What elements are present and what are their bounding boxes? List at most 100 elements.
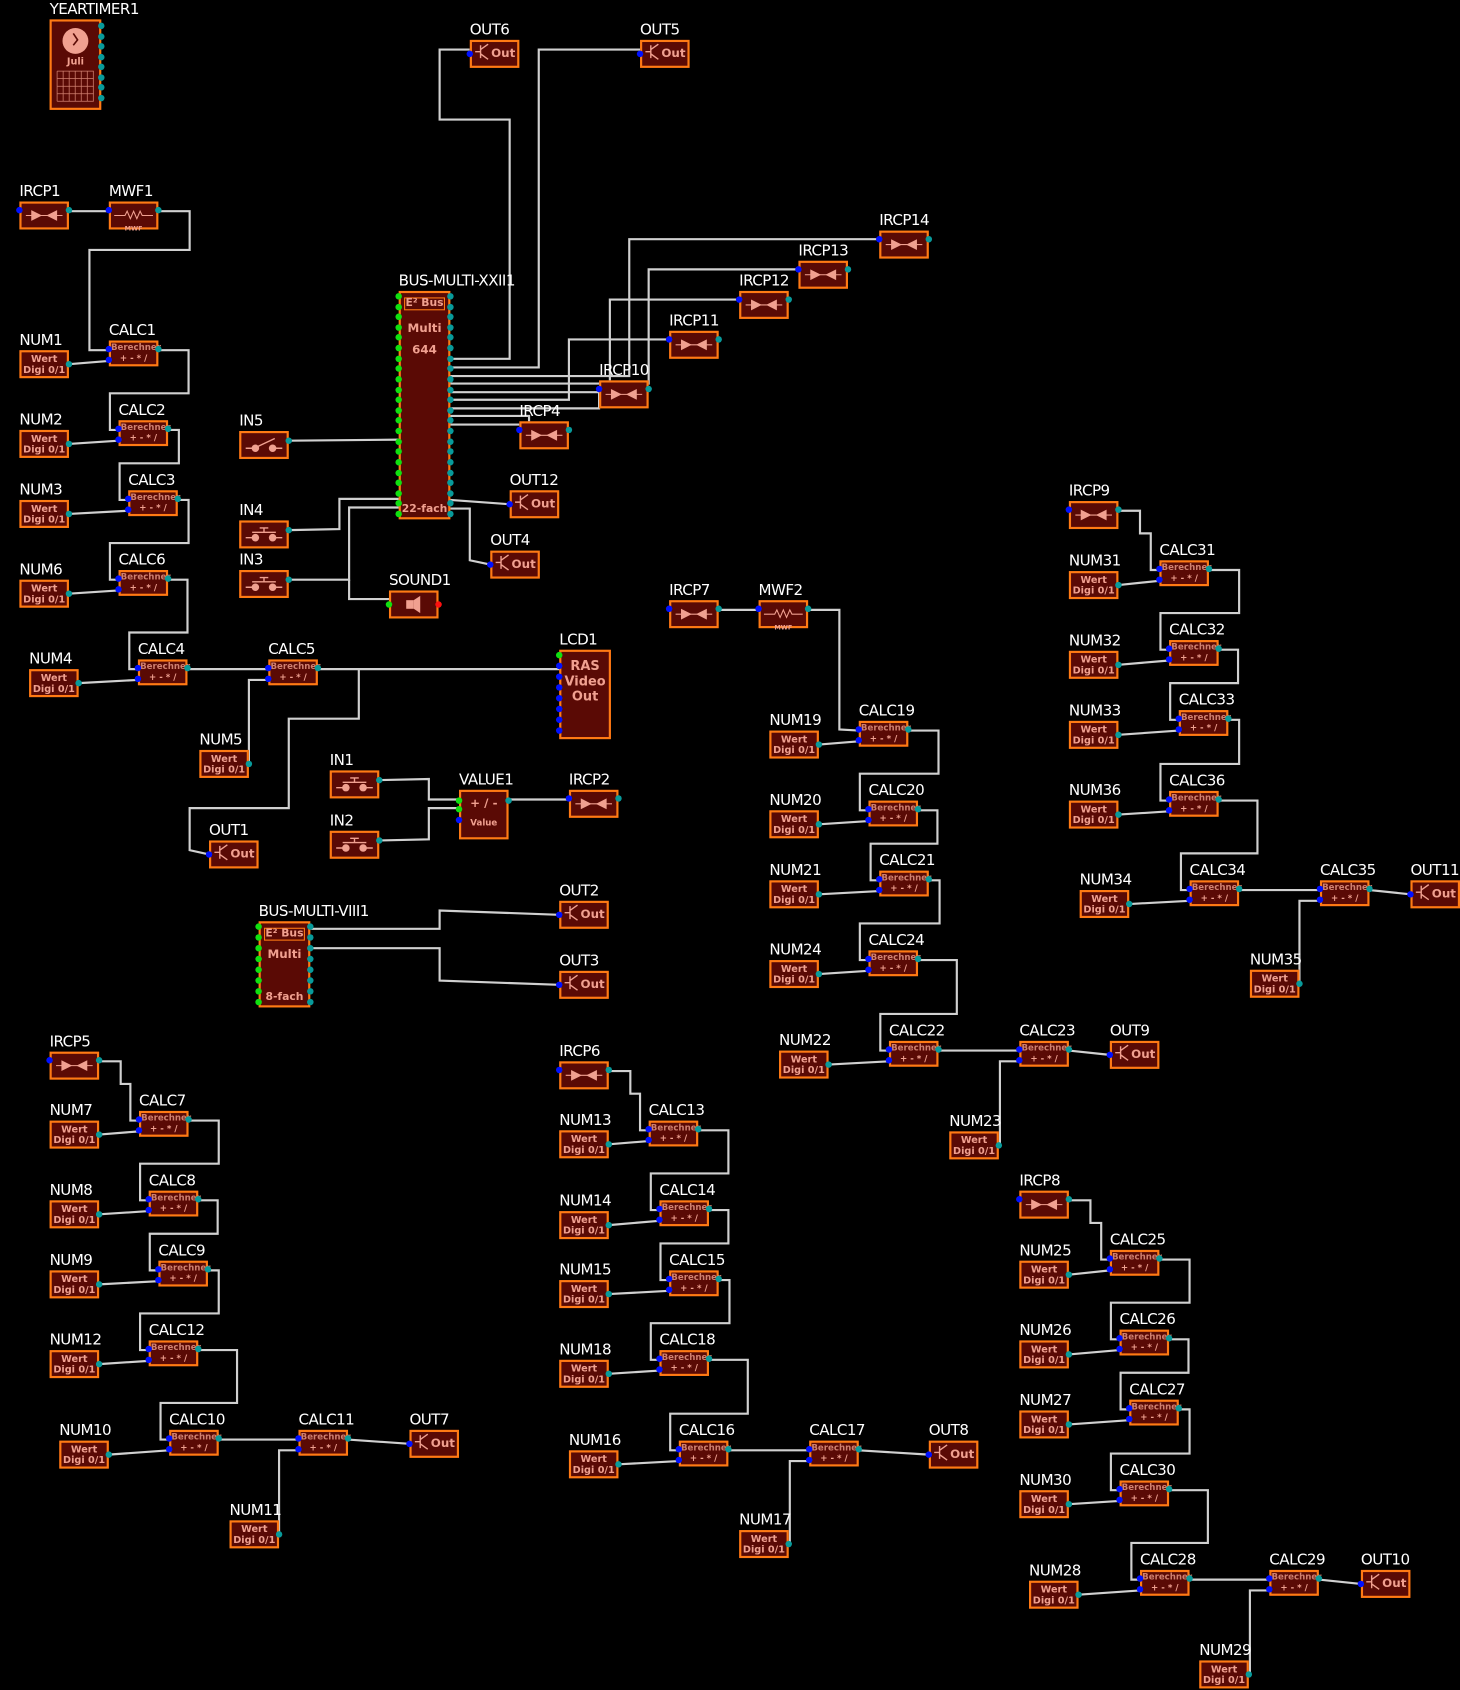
input-port[interactable] (124, 506, 132, 513)
input-port[interactable] (1165, 645, 1173, 652)
output-port[interactable] (95, 1360, 103, 1368)
block-calc10[interactable]: Berechner+ - * / (165, 1429, 222, 1456)
block-calc16[interactable]: Berechner+ - * / (675, 1440, 732, 1467)
output-port[interactable] (65, 360, 73, 368)
output-port[interactable] (1115, 581, 1122, 589)
block-calc15[interactable]: Berechner+ - * / (665, 1270, 722, 1297)
output-port[interactable] (605, 1290, 613, 1298)
block-out5[interactable]: Out (636, 39, 690, 68)
output-port[interactable] (435, 601, 442, 608)
block-calc27[interactable]: Berechner+ - * / (1125, 1399, 1183, 1426)
block-calc20[interactable]: Berechner+ - * / (865, 800, 922, 827)
output-port[interactable] (255, 923, 262, 930)
input-port[interactable] (885, 1046, 893, 1053)
output-port[interactable] (1245, 1671, 1253, 1678)
block-mwf2[interactable]: MWF (755, 600, 812, 631)
input-port[interactable] (555, 684, 563, 691)
output-port[interactable] (1205, 565, 1213, 573)
input-port[interactable] (865, 955, 872, 963)
block-value1[interactable]: + / -Value (455, 789, 512, 840)
block-ircp8[interactable] (1016, 1190, 1073, 1219)
input-port[interactable] (636, 50, 644, 58)
output-port[interactable] (185, 1116, 192, 1123)
input-port[interactable] (455, 816, 463, 824)
block-ircp9[interactable] (1065, 501, 1122, 530)
input-port[interactable] (735, 296, 743, 303)
input-port[interactable] (1165, 796, 1173, 803)
output-port[interactable] (1075, 1591, 1082, 1598)
output-port[interactable] (1225, 715, 1232, 722)
output-port[interactable] (1115, 506, 1122, 513)
output-port[interactable] (98, 73, 105, 81)
block-yeartimer1[interactable]: Juli (49, 19, 105, 110)
input-port[interactable] (1175, 715, 1183, 722)
output-port[interactable] (98, 32, 105, 40)
output-port[interactable] (447, 407, 454, 414)
output-port[interactable] (395, 355, 402, 362)
input-port[interactable] (105, 206, 113, 214)
input-port[interactable] (115, 575, 122, 582)
block-calc31[interactable]: Berechner+ - * / (1156, 560, 1213, 587)
output-port[interactable] (395, 386, 402, 393)
output-port[interactable] (314, 664, 322, 672)
output-port[interactable] (275, 1531, 283, 1538)
output-port[interactable] (815, 891, 823, 898)
output-port[interactable] (844, 266, 852, 273)
input-port[interactable] (876, 876, 883, 883)
block-sound1[interactable] (385, 590, 442, 619)
block-ircp5[interactable] (46, 1051, 103, 1080)
input-port[interactable] (876, 886, 883, 894)
output-port[interactable] (447, 313, 454, 321)
output-port[interactable] (447, 386, 454, 393)
input-port[interactable] (645, 1136, 652, 1144)
output-port[interactable] (1115, 811, 1122, 818)
block-calc18[interactable]: Berechner+ - * / (656, 1350, 713, 1376)
input-port[interactable] (1357, 1580, 1365, 1588)
output-port[interactable] (307, 955, 314, 963)
input-port[interactable] (105, 356, 113, 364)
input-port[interactable] (487, 561, 494, 568)
block-ircp11[interactable] (665, 330, 722, 359)
input-port[interactable] (145, 1345, 152, 1353)
output-port[interactable] (98, 22, 105, 30)
block-ircp12[interactable] (735, 290, 792, 319)
input-port[interactable] (675, 1456, 683, 1464)
input-port[interactable] (16, 206, 23, 214)
output-port[interactable] (307, 988, 314, 995)
output-port[interactable] (815, 821, 823, 828)
output-port[interactable] (395, 448, 402, 456)
input-port[interactable] (1016, 1057, 1023, 1064)
input-port[interactable] (665, 1275, 673, 1283)
output-port[interactable] (395, 417, 402, 424)
output-port[interactable] (605, 1141, 613, 1148)
input-port[interactable] (506, 501, 513, 508)
output-port[interactable] (95, 1057, 103, 1064)
output-port[interactable] (1125, 900, 1133, 908)
output-port[interactable] (905, 726, 912, 733)
output-port[interactable] (395, 479, 402, 487)
input-port[interactable] (755, 605, 762, 613)
output-port[interactable] (455, 805, 463, 813)
output-port[interactable] (447, 396, 454, 404)
output-port[interactable] (98, 94, 105, 101)
input-port[interactable] (115, 586, 122, 593)
output-port[interactable] (447, 324, 454, 331)
block-calc34[interactable]: Berechner+ - * / (1186, 880, 1243, 907)
block-calc9[interactable]: Berechner+ - * / (155, 1260, 212, 1287)
output-port[interactable] (395, 396, 402, 404)
output-port[interactable] (395, 324, 402, 331)
block-out8[interactable]: Out (925, 1440, 979, 1469)
input-port[interactable] (555, 1066, 563, 1074)
output-port[interactable] (804, 605, 812, 613)
